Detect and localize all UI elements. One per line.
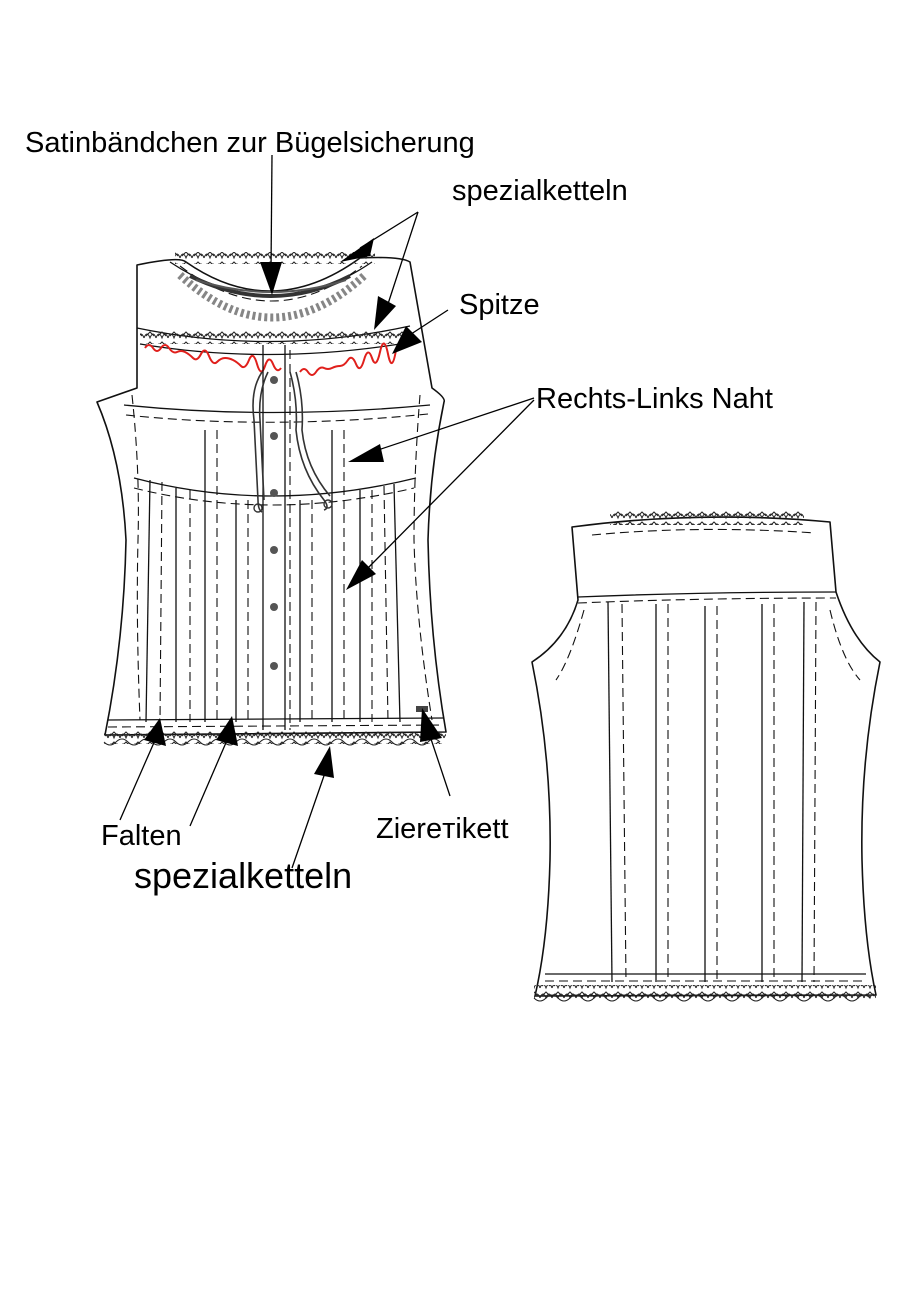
back-yoke-stitch <box>577 597 837 604</box>
annotation-leaders <box>119 154 535 869</box>
back-neck-lace <box>610 511 804 525</box>
neck-lace-band <box>177 272 368 322</box>
cord-end-right <box>323 499 333 509</box>
arrow-pleats-2 <box>216 716 238 746</box>
back-pleats <box>607 601 817 983</box>
neck-lace-top <box>175 252 375 264</box>
arrow-seam-2 <box>346 560 376 590</box>
arrow-special-chain-top-1 <box>340 238 374 262</box>
armhole-stitch-right <box>413 394 433 721</box>
hem-seam <box>107 717 445 721</box>
back-yoke-seam <box>577 591 837 598</box>
drawstring-left-2 <box>258 371 269 501</box>
button <box>270 603 278 611</box>
back-hem-lace-edge <box>533 994 871 1002</box>
arrow-special-chain-bottom <box>314 746 334 778</box>
buttons <box>270 376 278 670</box>
button <box>270 489 278 497</box>
drawstring-right-2 <box>295 371 331 497</box>
label-special-chain-bottom: spezialketteln <box>134 855 352 896</box>
label-decorative-label: Ziereтikett <box>376 813 509 845</box>
red-trim-right <box>299 342 397 376</box>
label-right-left-seam: Rechts-Links Naht <box>536 383 773 415</box>
under-bust-stitch <box>133 487 415 506</box>
arrow-pleats-1 <box>144 718 166 746</box>
back-garment-view <box>531 511 881 1002</box>
chest-stitch-top <box>125 413 429 423</box>
arrow-satin-ribbon <box>260 262 282 295</box>
yoke-lace-band <box>140 330 408 344</box>
red-trim-left <box>144 344 282 373</box>
arrow-lace <box>392 326 422 354</box>
hem-stitch <box>107 724 445 728</box>
front-garment-view <box>96 252 447 746</box>
back-armhole-stitch-left <box>555 609 585 681</box>
label-lace: Spitze <box>459 289 540 321</box>
back-hem-lace <box>534 985 876 999</box>
back-armhole-stitch-right <box>829 609 861 681</box>
arrow-seam-1 <box>348 444 384 462</box>
drawstring-right <box>289 371 328 511</box>
front-pleats <box>145 430 401 723</box>
button <box>270 662 278 670</box>
label-satin-ribbon: Satinbändchen zur Bügelsicherung <box>25 127 475 159</box>
label-special-chain-top: spezialketteln <box>452 175 628 207</box>
label-pleats: Falten <box>101 820 182 852</box>
button <box>270 376 278 384</box>
button <box>270 432 278 440</box>
armhole-stitch-left <box>131 394 141 721</box>
arrow-special-chain-top-2 <box>374 296 396 330</box>
cord-end-left <box>253 503 263 513</box>
arrow-decorative-label <box>420 708 442 742</box>
button <box>270 546 278 554</box>
drawstring-left <box>252 371 263 513</box>
yoke-seam-2 <box>139 341 413 356</box>
back-body-outline <box>531 516 881 997</box>
chest-seam-top <box>123 404 431 414</box>
